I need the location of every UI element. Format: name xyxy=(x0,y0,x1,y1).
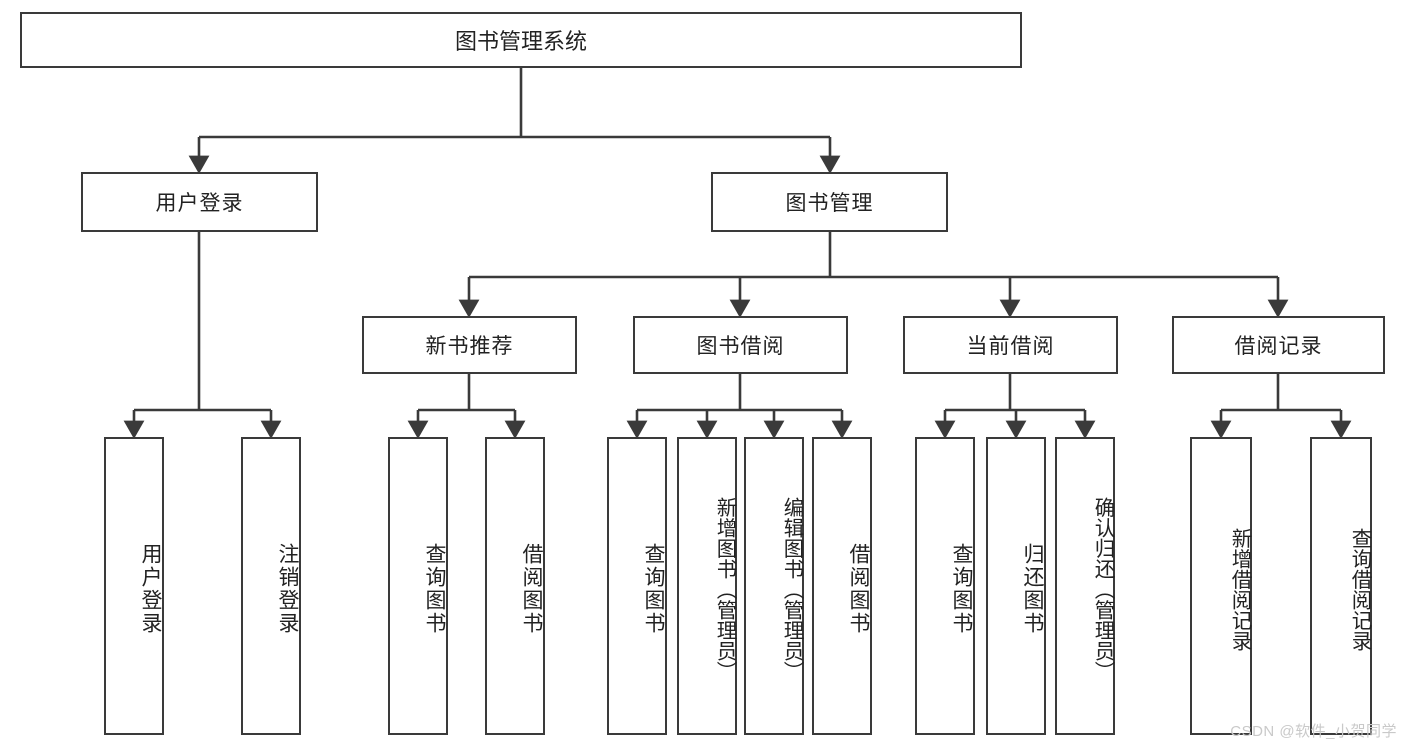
watermark: CSDN @软件_小贺同学 xyxy=(1230,723,1397,740)
leaf-node[interactable]: 新增借阅记录 xyxy=(1190,437,1252,735)
leaf-label: 新增图书（管理员） xyxy=(713,496,736,682)
leaf-node[interactable]: 新增图书（管理员） xyxy=(677,437,737,735)
node-label: 新书推荐 xyxy=(425,335,514,358)
leaf-node[interactable]: 归还图书 xyxy=(986,437,1046,735)
leaf-label: 编辑图书（管理员） xyxy=(780,496,803,682)
leaf-label: 归还图书 xyxy=(1021,543,1044,635)
node-current-borrow[interactable]: 当前借阅 xyxy=(903,316,1118,374)
leaf-label: 用户登录 xyxy=(139,543,162,635)
leaf-node[interactable]: 查询图书 xyxy=(388,437,448,735)
leaf-label: 查询图书 xyxy=(950,543,973,635)
leaf-node[interactable]: 查询借阅记录 xyxy=(1310,437,1372,735)
leaf-node[interactable]: 注销登录 xyxy=(241,437,301,735)
node-root-label: 图书管理系统 xyxy=(454,29,587,54)
node-label: 当前借阅 xyxy=(966,335,1055,358)
node-borrow-records[interactable]: 借阅记录 xyxy=(1172,316,1385,374)
node-label: 图书借阅 xyxy=(696,335,785,358)
leaf-node[interactable]: 确认归还（管理员） xyxy=(1055,437,1115,735)
leaf-label: 新增借阅记录 xyxy=(1228,527,1251,651)
node-book-management[interactable]: 图书管理 xyxy=(711,172,948,232)
leaf-node[interactable]: 借阅图书 xyxy=(812,437,872,735)
leaf-label: 查询图书 xyxy=(642,543,665,635)
leaf-node[interactable]: 借阅图书 xyxy=(485,437,545,735)
node-user-login[interactable]: 用户登录 xyxy=(81,172,318,232)
leaf-node[interactable]: 编辑图书（管理员） xyxy=(744,437,804,735)
leaf-node[interactable]: 查询图书 xyxy=(915,437,975,735)
node-root[interactable]: 图书管理系统 xyxy=(20,12,1022,68)
leaf-label: 注销登录 xyxy=(276,543,299,635)
leaf-node[interactable]: 查询图书 xyxy=(607,437,667,735)
leaf-label: 查询图书 xyxy=(423,543,446,635)
node-label: 用户登录 xyxy=(155,192,244,215)
leaf-label: 借阅图书 xyxy=(847,543,870,635)
node-label: 图书管理 xyxy=(785,192,874,215)
leaf-node[interactable]: 用户登录 xyxy=(104,437,164,735)
node-label: 借阅记录 xyxy=(1234,335,1323,358)
leaf-label: 借阅图书 xyxy=(520,543,543,635)
node-book-borrow[interactable]: 图书借阅 xyxy=(633,316,848,374)
leaf-label: 确认归还（管理员） xyxy=(1091,496,1114,682)
leaf-label: 查询借阅记录 xyxy=(1348,527,1371,651)
node-new-book-recommend[interactable]: 新书推荐 xyxy=(362,316,577,374)
